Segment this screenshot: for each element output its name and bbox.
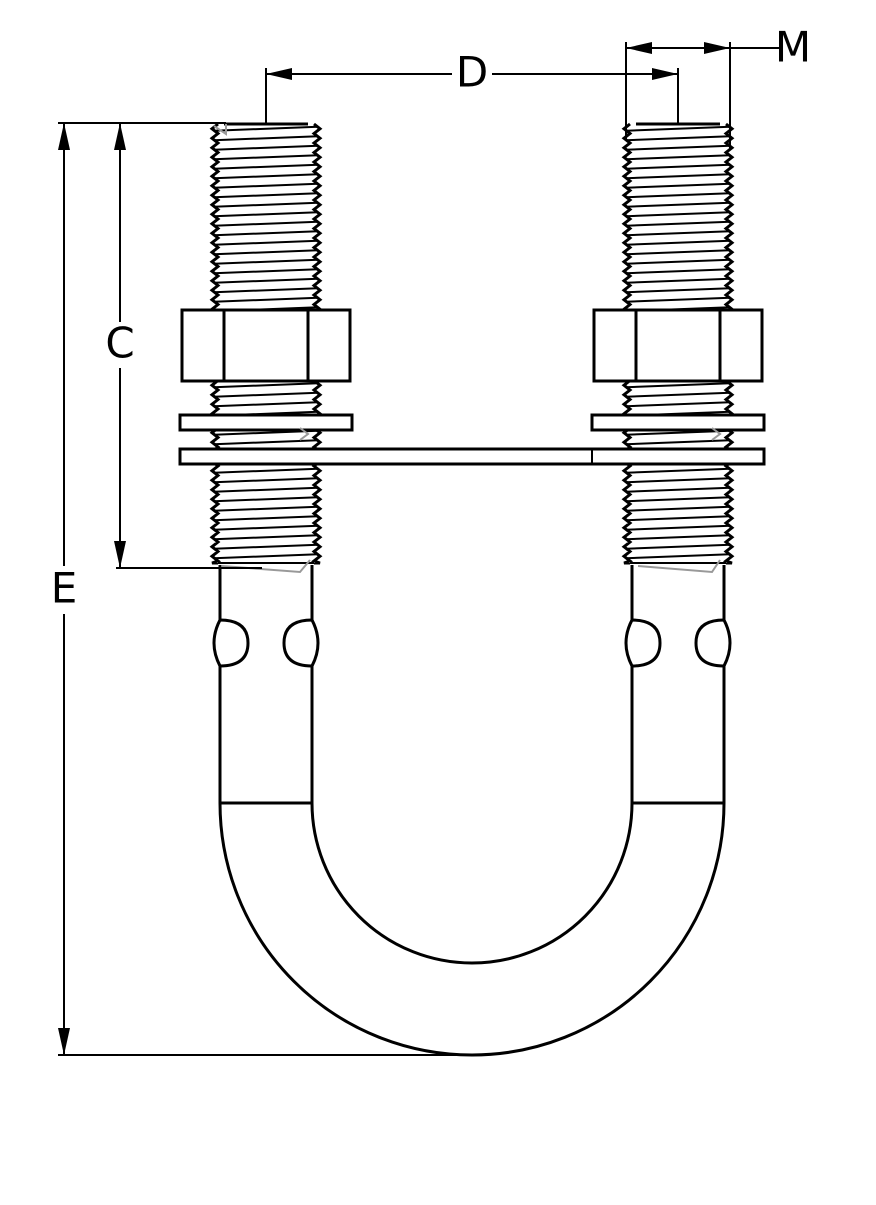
thread-crest (213, 163, 319, 170)
thread-crest (625, 163, 731, 170)
dimension-e: E (44, 122, 472, 1056)
thread-crest (625, 201, 731, 208)
thread-crest (625, 230, 731, 237)
thread-crest (625, 477, 731, 484)
dimension-d: D (265, 48, 679, 124)
thread-crest (213, 496, 319, 503)
washer-right (590, 413, 766, 432)
thread-crest (213, 553, 319, 560)
dimension-m: M (625, 23, 811, 150)
dimension-d-label: D (456, 48, 488, 97)
thread-crest (625, 268, 731, 275)
hex-nut-left (180, 308, 352, 383)
thread-crest (213, 534, 319, 541)
thread-crest (213, 477, 319, 484)
thread-crest (213, 287, 319, 294)
thread-crest (625, 144, 731, 151)
thread-crest (213, 154, 319, 161)
thread-crest (625, 239, 731, 246)
thread-crest (213, 382, 319, 389)
thread-crest (213, 391, 319, 398)
thread-crest (625, 515, 731, 522)
thread-crest (625, 182, 731, 189)
thread-crest (625, 553, 731, 560)
thread-crest (625, 154, 731, 161)
thread-crest (625, 534, 731, 541)
thread-crest (213, 220, 319, 227)
thread-crest (213, 239, 319, 246)
thread-crest (213, 182, 319, 189)
thread-crest (625, 173, 731, 180)
washer-left (178, 413, 354, 432)
thread-crest (625, 277, 731, 284)
threaded-leg-left (209, 122, 323, 565)
thread-crest (625, 524, 731, 531)
thread-crest (213, 515, 319, 522)
dimension-c: C (100, 122, 262, 569)
thread-crest (625, 220, 731, 227)
thread-crest (625, 496, 731, 503)
thread-crest (625, 505, 731, 512)
thread-crest (213, 258, 319, 265)
dimension-m-label: M (775, 23, 811, 72)
thread-crest (625, 211, 731, 218)
thread-crest (213, 125, 319, 132)
thread-crest (625, 382, 731, 389)
thread-crest (213, 230, 319, 237)
thread-crest (625, 125, 731, 132)
hex-nut-right (592, 308, 764, 383)
thread-crest (625, 439, 731, 446)
thread-crest (213, 543, 319, 550)
thread-crest (213, 486, 319, 493)
thread-crest (625, 287, 731, 294)
thread-crest (213, 401, 319, 408)
thread-crest (213, 135, 319, 142)
thread-crest (625, 296, 731, 303)
thread-crest (625, 192, 731, 199)
thread-crest (625, 467, 731, 474)
thread-crest (213, 249, 319, 256)
thread-crest (625, 543, 731, 550)
dimension-c-label: C (105, 319, 134, 368)
thread-crest (213, 505, 319, 512)
thread-crest (213, 277, 319, 284)
thread-crest (213, 296, 319, 303)
thread-crest (625, 258, 731, 265)
thread-crest (625, 401, 731, 408)
thread-crest (213, 192, 319, 199)
thread-crest (625, 391, 731, 398)
thread-crest (625, 135, 731, 142)
runout-marks (212, 618, 732, 668)
thread-crest (213, 439, 319, 446)
cross-plate (178, 447, 766, 466)
thread-crest (213, 173, 319, 180)
thread-crest (213, 201, 319, 208)
thread-crest (213, 211, 319, 218)
thread-crest (213, 144, 319, 151)
dimension-e-label: E (51, 564, 78, 613)
thread-crest (625, 486, 731, 493)
thread-crest (213, 268, 319, 275)
thread-crest (213, 467, 319, 474)
thread-crest (213, 524, 319, 531)
thread-crest (625, 249, 731, 256)
